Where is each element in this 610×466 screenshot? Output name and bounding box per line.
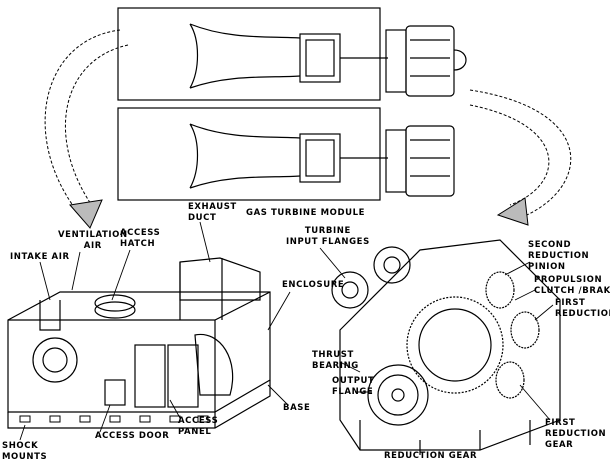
label-line: PINION [528,262,566,272]
label-line: REDUCTION [528,251,590,261]
label-line: AIR [83,241,102,251]
label-line: FIRST [545,418,576,428]
label-line: FLANGE [332,387,374,397]
label-line: FIRST [555,298,586,308]
label-line: HATCH [120,239,156,249]
label-line: DUCT [188,213,217,223]
label-line: OUTPUT [332,376,375,386]
label-access-door: ACCESS DOOR [95,431,170,441]
label-line: ACCESS [178,416,219,426]
label-line: PANEL [178,427,212,437]
label-base: BASE [283,403,311,413]
label-line: SECOND [528,240,572,250]
label-line: INPUT FLANGES [286,237,370,247]
label-line: TURBINE [304,226,351,236]
label-line: EXHAUST [188,202,237,212]
label-line: GEAR [545,440,574,450]
right-curved-arrow [469,89,572,226]
label-line: VENTILATION [58,230,128,240]
enclosure-drawing [7,257,271,429]
left-curved-arrow [44,29,129,229]
leader-lines [19,221,554,441]
label-line: MOUNTS [2,452,48,462]
label-line: BEARING [312,361,359,371]
gas-turbine-module-title: GAS TURBINE MODULE [246,208,366,218]
label-line: SHOCK [2,441,39,451]
label-line: ACCESS [120,228,161,238]
turbine-module-bottom [117,107,455,201]
label-line: REDUCTION [545,429,607,439]
reduction-gear-drawing [331,239,561,455]
label-line: THRUST [312,350,354,360]
label-intake-air: INTAKE AIR [10,252,70,262]
turbine-module-top [117,7,467,101]
label-line: PROPULSION [534,275,603,285]
reduction-gear-title: REDUCTION GEAR [384,451,478,461]
label-line: CLUTCH /BRAKE [534,286,610,296]
label-enclosure: ENCLOSURE [282,280,345,290]
label-line: REDUCTION [555,309,610,319]
